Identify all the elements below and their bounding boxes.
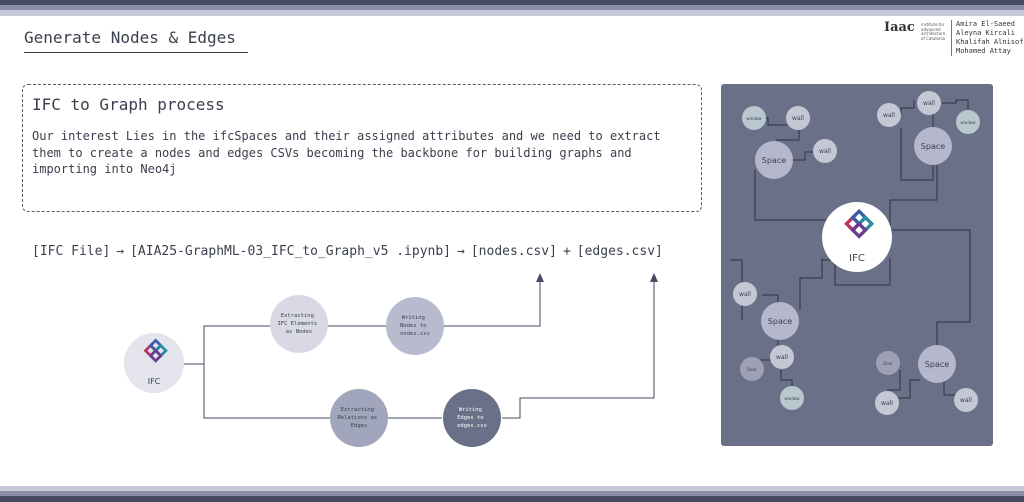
svg-text:Extracting Relations as: Extracting Relations as Edges	[337, 407, 380, 429]
logo-subtitle: institute for advanced architecture of C…	[921, 22, 946, 41]
step-label-line: nodes.csv	[400, 331, 430, 337]
logo-sub-line: advanced	[921, 26, 941, 32]
author-name: Aleyna Kircali	[956, 29, 1016, 37]
graph-space-node: Space	[918, 345, 956, 383]
door-label: Door	[883, 361, 893, 366]
space-label: Space	[925, 360, 949, 369]
graph-wall-node: wall	[786, 106, 810, 130]
step-extract-nodes: Extracting IFC Elements as Nodes	[270, 295, 328, 353]
step-label-line: as Nodes	[286, 329, 313, 335]
graph-window-node: window	[780, 386, 804, 410]
arrow-up-icon	[650, 273, 658, 282]
logo-wordmark: Iaac	[884, 20, 915, 35]
pipeline-notebook: [AIA25-GraphML-03_IFC_to_Graph_v5 .ipynb…	[130, 244, 452, 259]
author-name: Khalifah Alnisof	[956, 38, 1024, 46]
step-label-line: IFC Elements	[277, 321, 317, 327]
step-label-line: Edges to	[457, 415, 484, 421]
graph-door-node: Door	[876, 351, 900, 375]
step-label-line: Edges	[351, 423, 368, 429]
step-write-nodes: Writing Nodes to nodes.csv	[386, 297, 444, 355]
step-label-line: edges.csv	[457, 423, 487, 429]
space-label: Space	[768, 317, 792, 326]
pipeline-edges-csv: [edges.csv]	[576, 244, 663, 259]
page-title: Generate Nodes & Edges	[24, 28, 236, 47]
step-label-line: Extracting	[281, 313, 314, 319]
space-label: Space	[921, 142, 945, 151]
svg-text:Writing Edges to e: Writing Edges to edges.csv	[457, 407, 487, 429]
arrow-icon: →	[457, 244, 465, 259]
ifc-source-node: IFC	[124, 333, 184, 393]
graph-ifc-label: IFC	[849, 253, 865, 264]
logo-sub-line: institute for	[921, 22, 945, 27]
step-label-line: Nodes to	[400, 323, 427, 329]
process-description: Our interest Lies in the ifcSpaces and t…	[32, 129, 661, 176]
door-label: Door	[747, 367, 757, 372]
wall-label: wall	[881, 400, 893, 407]
graph-space-node: Space	[914, 127, 952, 165]
step-label-line: Writing	[459, 407, 482, 413]
graph-window-node: window	[742, 106, 766, 130]
graph-wall-node: wall	[813, 139, 837, 163]
pipeline-line: [IFC File] → [AIA25-GraphML-03_IFC_to_Grap…	[32, 244, 663, 259]
svg-text:Extracting IFC Elements: Extracting IFC Elements as Nodes	[277, 313, 320, 335]
wall-label: wall	[776, 354, 788, 361]
pipeline-source: [IFC File]	[32, 244, 111, 259]
arrow-up-icon	[536, 273, 544, 282]
graph-wall-node: wall	[875, 391, 899, 415]
wall-label: wall	[883, 112, 895, 119]
author-list: Amira El-Saeed Aleyna Kircali Khalifah A…	[956, 20, 1023, 56]
step-write-edges: Writing Edges to edges.csv	[443, 389, 501, 447]
logo-divider	[951, 20, 952, 56]
graph-ifc-node: IFC	[822, 202, 892, 272]
step-label-line: Writing	[402, 315, 425, 321]
graph-wall-node: wall	[733, 282, 757, 306]
step-label-line: Relations as	[337, 415, 377, 421]
window-label: window	[746, 116, 762, 121]
graph-wall-node: wall	[877, 103, 901, 127]
author-name: Amira El-Saeed	[956, 20, 1016, 28]
wall-label: wall	[739, 291, 751, 298]
step-extract-edges: Extracting Relations as Edges	[330, 389, 388, 447]
wall-label: wall	[792, 115, 804, 122]
svg-text:Writing Nodes to n: Writing Nodes to nodes.csv	[400, 315, 430, 337]
arrow-icon: →	[116, 244, 125, 259]
graph-wall-node: wall	[917, 91, 941, 115]
wall-label: wall	[819, 148, 831, 155]
process-box	[22, 84, 702, 212]
wall-label: wall	[923, 100, 935, 107]
logo-sub-line: of Catalonia	[921, 35, 946, 41]
graph-space-node: Space	[755, 141, 793, 179]
title-underline	[24, 52, 248, 53]
ifc-source-label: IFC	[148, 377, 161, 386]
step-label-line: Extracting	[341, 407, 374, 413]
window-label: window	[784, 396, 800, 401]
iaac-logo: Iaac institute for advanced architecture…	[884, 20, 948, 40]
graph-window-node: window	[956, 110, 980, 134]
bottom-band	[0, 486, 1024, 502]
top-band	[0, 0, 1024, 16]
wall-label: wall	[960, 397, 972, 404]
plus-sign: +	[562, 244, 571, 259]
graph-wall-node: wall	[954, 388, 978, 412]
pipeline-nodes-csv: [nodes.csv]	[470, 244, 557, 259]
window-label: window	[960, 120, 976, 125]
space-label: Space	[762, 156, 786, 165]
logo-sub-line: architecture	[921, 31, 946, 36]
graph-wall-node: wall	[770, 345, 794, 369]
process-title: IFC to Graph process	[32, 95, 225, 114]
flow-connectors	[184, 277, 655, 419]
author-name: Mohamed Attay	[956, 47, 1011, 55]
graph-space-node: Space	[761, 302, 799, 340]
graph-door-node: Door	[740, 357, 764, 381]
